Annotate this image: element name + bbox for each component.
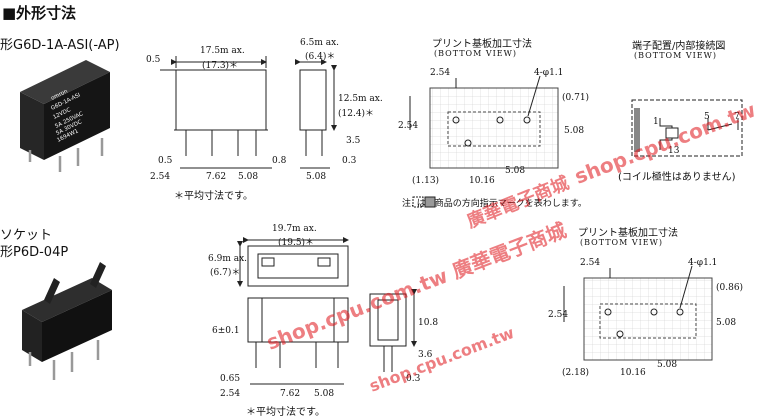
- socket-side-view: [247, 297, 349, 385]
- watermark-upper: shop.cpu.com.tw: [571, 98, 759, 189]
- relay-width-dim: 17.5m ax.: [200, 46, 245, 56]
- socket-pcb-d6: 10.16: [620, 368, 646, 378]
- relay-pin-offset: 0.5: [158, 156, 173, 166]
- relay-side-view: [160, 56, 272, 169]
- pin-label-13: 13: [668, 146, 680, 156]
- socket-pin-thickness: 0.3: [406, 374, 421, 384]
- relay-pin-width: 0.8: [272, 156, 287, 166]
- pin-label-7: 7: [734, 112, 740, 122]
- relay-pitch-b: 7.62: [206, 172, 227, 182]
- socket-dim-d: 5.08: [314, 389, 335, 399]
- relay-pcb-d1: 2.54: [430, 68, 451, 78]
- socket-pcb-d5: (2.18): [562, 368, 590, 378]
- relay-thickness-avg: (6.4)＊: [305, 52, 336, 62]
- relay-pitch-c: 5.08: [238, 172, 259, 182]
- relay-width-avg: (17.3)＊: [202, 61, 239, 71]
- relay-pcb-d7: 5.08: [505, 166, 526, 176]
- relay-height-dim: 12.5m ax.: [338, 94, 383, 104]
- relay-height-avg: (12.4)＊: [338, 109, 375, 119]
- relay-photo: [20, 60, 110, 172]
- section-title: ■外形寸法: [2, 4, 77, 22]
- relay-pcb-subtitle: (BOTTOM VIEW): [434, 49, 517, 58]
- socket-category: ソケット: [0, 228, 53, 243]
- socket-width-dim: 19.7m ax.: [272, 224, 317, 234]
- socket-pin-length: 3.6: [418, 350, 433, 360]
- pin-label-1: 1: [653, 117, 659, 127]
- socket-avg-note: ＊平均寸法です。: [246, 407, 325, 418]
- socket-width-avg: (19.5)＊: [278, 238, 315, 248]
- pin-label-5: 5: [704, 112, 710, 122]
- relay-pcb-grid: [409, 75, 559, 169]
- relay-model-label: 形G6D-1A-ASI(-AP): [0, 38, 120, 53]
- watermark-lower: shop.cpu.com.tw: [367, 323, 517, 396]
- relay-pin-length: 3.5: [346, 136, 361, 146]
- relay-pin-diagram: [631, 99, 743, 157]
- relay-pin-title: 端子配置/内部接続図: [632, 41, 726, 52]
- relay-mark-note: 注. は、商品の方向指示マークを表わします。: [402, 199, 587, 209]
- socket-thickness-avg: (6.7)＊: [210, 268, 241, 278]
- direction-mark-icon: [412, 196, 424, 208]
- relay-pcb-d4: 5.08: [564, 126, 585, 136]
- relay-pcb-d6: 10.16: [469, 176, 495, 186]
- relay-pcb-d2: (0.71): [562, 93, 590, 103]
- socket-pcb-hole: 4-φ1.1: [688, 258, 718, 268]
- relay-pcb-hole: 4-φ1.1: [534, 68, 564, 78]
- relay-thickness-dim: 6.5m ax.: [300, 38, 340, 48]
- socket-height-b: 10.8: [418, 318, 439, 328]
- socket-dim-a: 0.65: [220, 374, 241, 384]
- socket-pcb-title: プリント基板加工寸法: [578, 228, 678, 239]
- relay-pcb-title: プリント基板加工寸法: [432, 39, 532, 50]
- relay-polarity-note: (コイル極性はありません): [618, 172, 736, 183]
- socket-height-a: 6±0.1: [212, 326, 240, 336]
- socket-pcb-d7: 5.08: [657, 360, 678, 370]
- relay-top-offset: 0.5: [146, 55, 161, 65]
- relay-pcb-d3: 2.54: [398, 121, 419, 131]
- socket-model-label: 形P6D-04P: [0, 245, 69, 260]
- relay-pin-subtitle: (BOTTOM VIEW): [634, 51, 717, 60]
- socket-pcb-d1: 2.54: [580, 258, 601, 268]
- socket-end-view: [369, 289, 417, 372]
- relay-pin-thickness: 0.3: [342, 156, 357, 166]
- socket-photo: [22, 262, 112, 380]
- relay-end-view: [295, 59, 337, 169]
- socket-pcb-d4: 5.08: [716, 318, 737, 328]
- socket-dim-c: 7.62: [280, 389, 301, 399]
- socket-pcb-grid: [563, 265, 713, 361]
- socket-dim-b: 2.54: [220, 389, 241, 399]
- relay-avg-note: ＊平均寸法です。: [174, 191, 253, 202]
- socket-pcb-subtitle: (BOTTOM VIEW): [580, 238, 663, 247]
- direction-mark-fill-icon: [424, 196, 436, 208]
- socket-thickness-dim: 6.9m ax.: [208, 254, 248, 264]
- relay-pitch-a: 2.54: [150, 172, 171, 182]
- socket-pcb-d2: (0.86): [716, 283, 744, 293]
- relay-end-pitch: 5.08: [306, 172, 327, 182]
- socket-top-view: [237, 237, 349, 287]
- relay-pcb-d5: (1.13): [412, 176, 440, 186]
- socket-pcb-d3: 2.54: [548, 310, 569, 320]
